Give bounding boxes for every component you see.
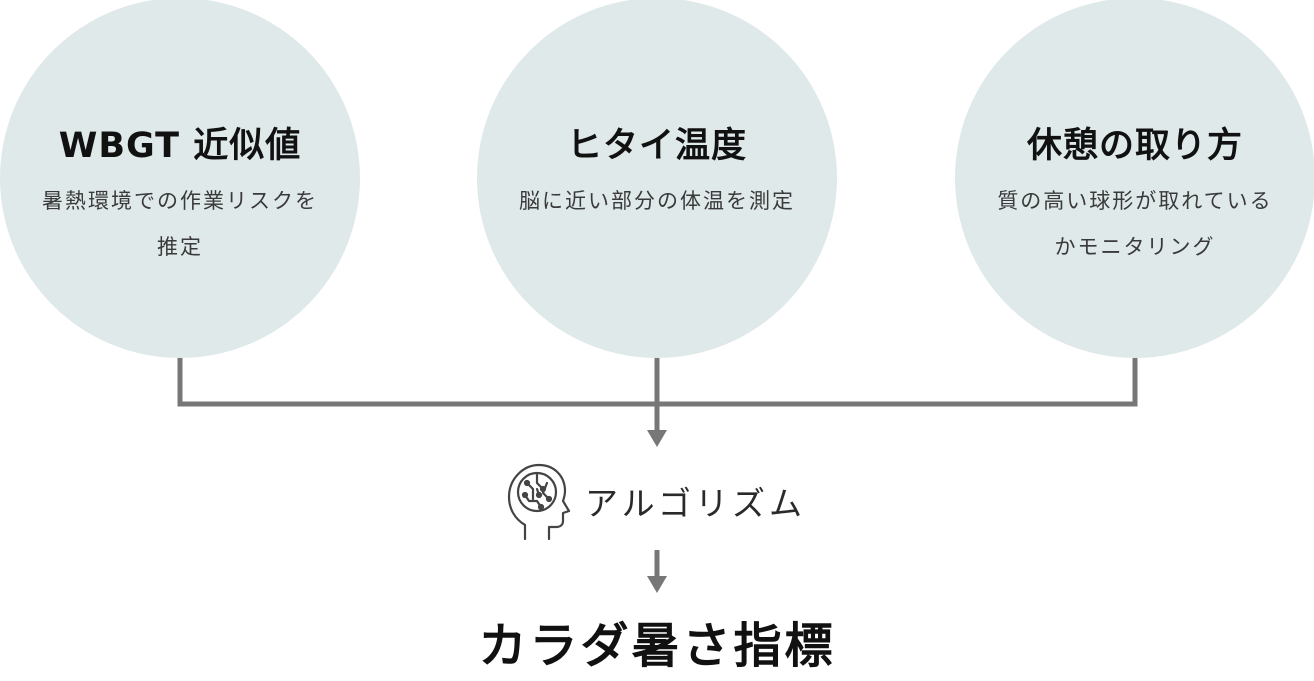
arrow-down-icon	[647, 576, 667, 593]
result-title: カラダ暑さ指標	[478, 618, 836, 674]
input-circle-rest: 休憩の取り方 質の高い球形が取れているかモニタリング	[955, 0, 1314, 358]
connector-lines	[177, 358, 1138, 578]
input-title: WBGT 近似値	[58, 126, 302, 166]
input-description: 暑熱環境での作業リスクを推定	[42, 189, 318, 259]
input-title: 休憩の取り方	[1026, 126, 1243, 166]
brain-head-icon	[507, 463, 571, 541]
algorithm-label: アルゴリズム	[585, 484, 807, 523]
input-description: 脳に近い部分の体温を測定	[519, 189, 795, 213]
input-circle-content: WBGT 近似値 暑熱環境での作業リスクを推定	[0, 124, 360, 270]
input-description: 質の高い球形が取れているかモニタリング	[997, 189, 1273, 259]
input-circle-wbgt: WBGT 近似値 暑熱環境での作業リスクを推定	[0, 0, 360, 358]
input-circle-content: ヒタイ温度 脳に近い部分の体温を測定	[477, 124, 837, 224]
arrow-down-icon	[647, 430, 667, 447]
input-circle-content: 休憩の取り方 質の高い球形が取れているかモニタリング	[955, 124, 1314, 270]
input-title: ヒタイ温度	[566, 126, 747, 166]
input-circle-forehead-temp: ヒタイ温度 脳に近い部分の体温を測定	[477, 0, 837, 358]
algorithm-node: アルゴリズム	[503, 460, 806, 542]
